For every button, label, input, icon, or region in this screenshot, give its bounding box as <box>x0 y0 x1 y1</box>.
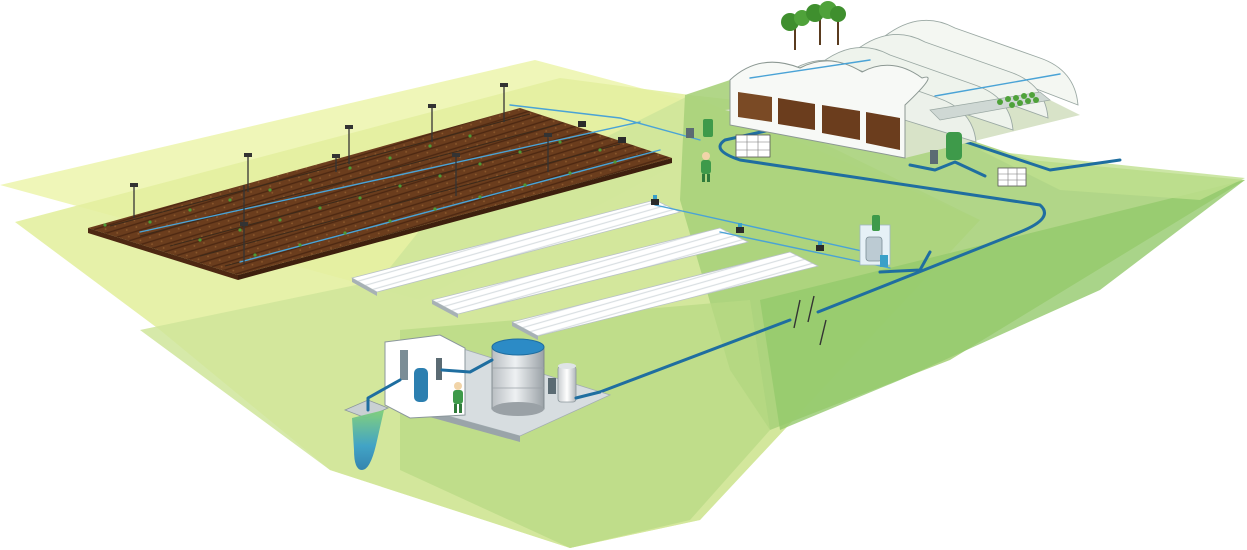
mulch-beds <box>350 199 820 340</box>
worker-icon <box>701 152 711 182</box>
pump-icon <box>686 128 694 138</box>
pipe-bed-header <box>654 204 881 256</box>
tree-icon <box>806 1 837 45</box>
fertilizer-tank-icon <box>880 255 888 267</box>
sprinkler-icon <box>345 125 353 164</box>
pipe-greenhouse-station <box>908 160 987 178</box>
worker-icon <box>453 382 463 413</box>
sprinkler-icon <box>244 153 252 192</box>
pump-icon <box>865 236 883 262</box>
field-lateral <box>199 143 621 257</box>
fertilizer-tank-icon <box>557 363 577 403</box>
pipe-to-mulch-beds <box>878 250 932 274</box>
valve-icon <box>651 195 659 205</box>
pipe-tank-outlet <box>574 390 602 400</box>
field-lateral <box>109 113 531 227</box>
pipe-field-main <box>718 128 1046 314</box>
pump-house <box>384 334 612 442</box>
field-supply-line <box>239 149 661 263</box>
ground-plane-dark <box>760 180 1245 430</box>
greenhouse-drip-line <box>934 73 1061 97</box>
main-pipeline <box>509 104 1122 394</box>
soil-field-edge-right <box>238 158 672 280</box>
pump-icon <box>548 378 556 394</box>
greenhouse-bench <box>929 91 1051 121</box>
bed-control-station <box>859 215 891 267</box>
sprinkler-icon <box>452 153 460 196</box>
sprinkler-icon <box>130 183 138 218</box>
pump-icon <box>414 368 428 402</box>
valve-icon <box>736 223 744 233</box>
pipe-to-greenhouse <box>958 138 1122 172</box>
pipe-well-to-pump <box>366 378 402 412</box>
pipe-tank-to-field <box>598 318 792 394</box>
mulch-bed-shadow <box>352 278 377 296</box>
sprinkler-icon <box>332 154 340 172</box>
filter-icon <box>872 215 880 231</box>
fertilizer-tank-icon <box>946 132 962 160</box>
greenhouse-opening <box>738 92 772 122</box>
valve-icon <box>578 121 586 127</box>
water-tank-icon <box>491 338 545 416</box>
field-lateral <box>139 123 561 237</box>
pipe-field-header <box>509 104 701 141</box>
fertilizer-tank-icon <box>997 167 1027 187</box>
sprinkler-icon <box>544 133 552 172</box>
mulch-bed-shadow <box>512 322 538 340</box>
tree-icon <box>781 10 810 50</box>
fertilizer-tank-icon <box>735 134 771 158</box>
greenhouse-opening <box>822 105 860 140</box>
valve-icon <box>618 137 626 143</box>
greenhouse-icon <box>725 1 1080 159</box>
sprinkler-icon <box>428 104 436 142</box>
crop-sprouts <box>103 134 617 257</box>
greenhouse-opening <box>778 98 815 130</box>
field-supply-line <box>139 121 641 233</box>
filter-icon <box>703 119 713 137</box>
greenhouse-control-station <box>908 132 1027 187</box>
soil-field <box>88 108 672 275</box>
greenhouse-drip-line <box>749 59 871 79</box>
soil-field-edge <box>88 228 238 280</box>
pipe-break-mark <box>807 295 815 323</box>
sprinkler-icon <box>500 83 508 122</box>
filter-icon <box>930 150 938 164</box>
field-control-station <box>686 119 771 182</box>
filter-icon <box>400 350 408 380</box>
tree-icon <box>830 6 846 45</box>
well-shaft <box>352 410 384 470</box>
valve-icon <box>816 241 824 251</box>
seedling-plants <box>997 92 1039 108</box>
ground-plane-right-strip <box>980 150 1245 200</box>
pipe-break-mark <box>793 299 801 329</box>
pipe-break-mark <box>819 319 827 346</box>
well-icon <box>343 378 402 470</box>
valve-icon <box>436 358 442 380</box>
mulch-bed-shadow <box>432 300 458 318</box>
pipe-pump-to-tank <box>440 358 494 374</box>
greenhouse-opening <box>866 112 900 150</box>
sprinkler-field <box>88 83 672 280</box>
sprinkler-icon <box>240 185 248 265</box>
